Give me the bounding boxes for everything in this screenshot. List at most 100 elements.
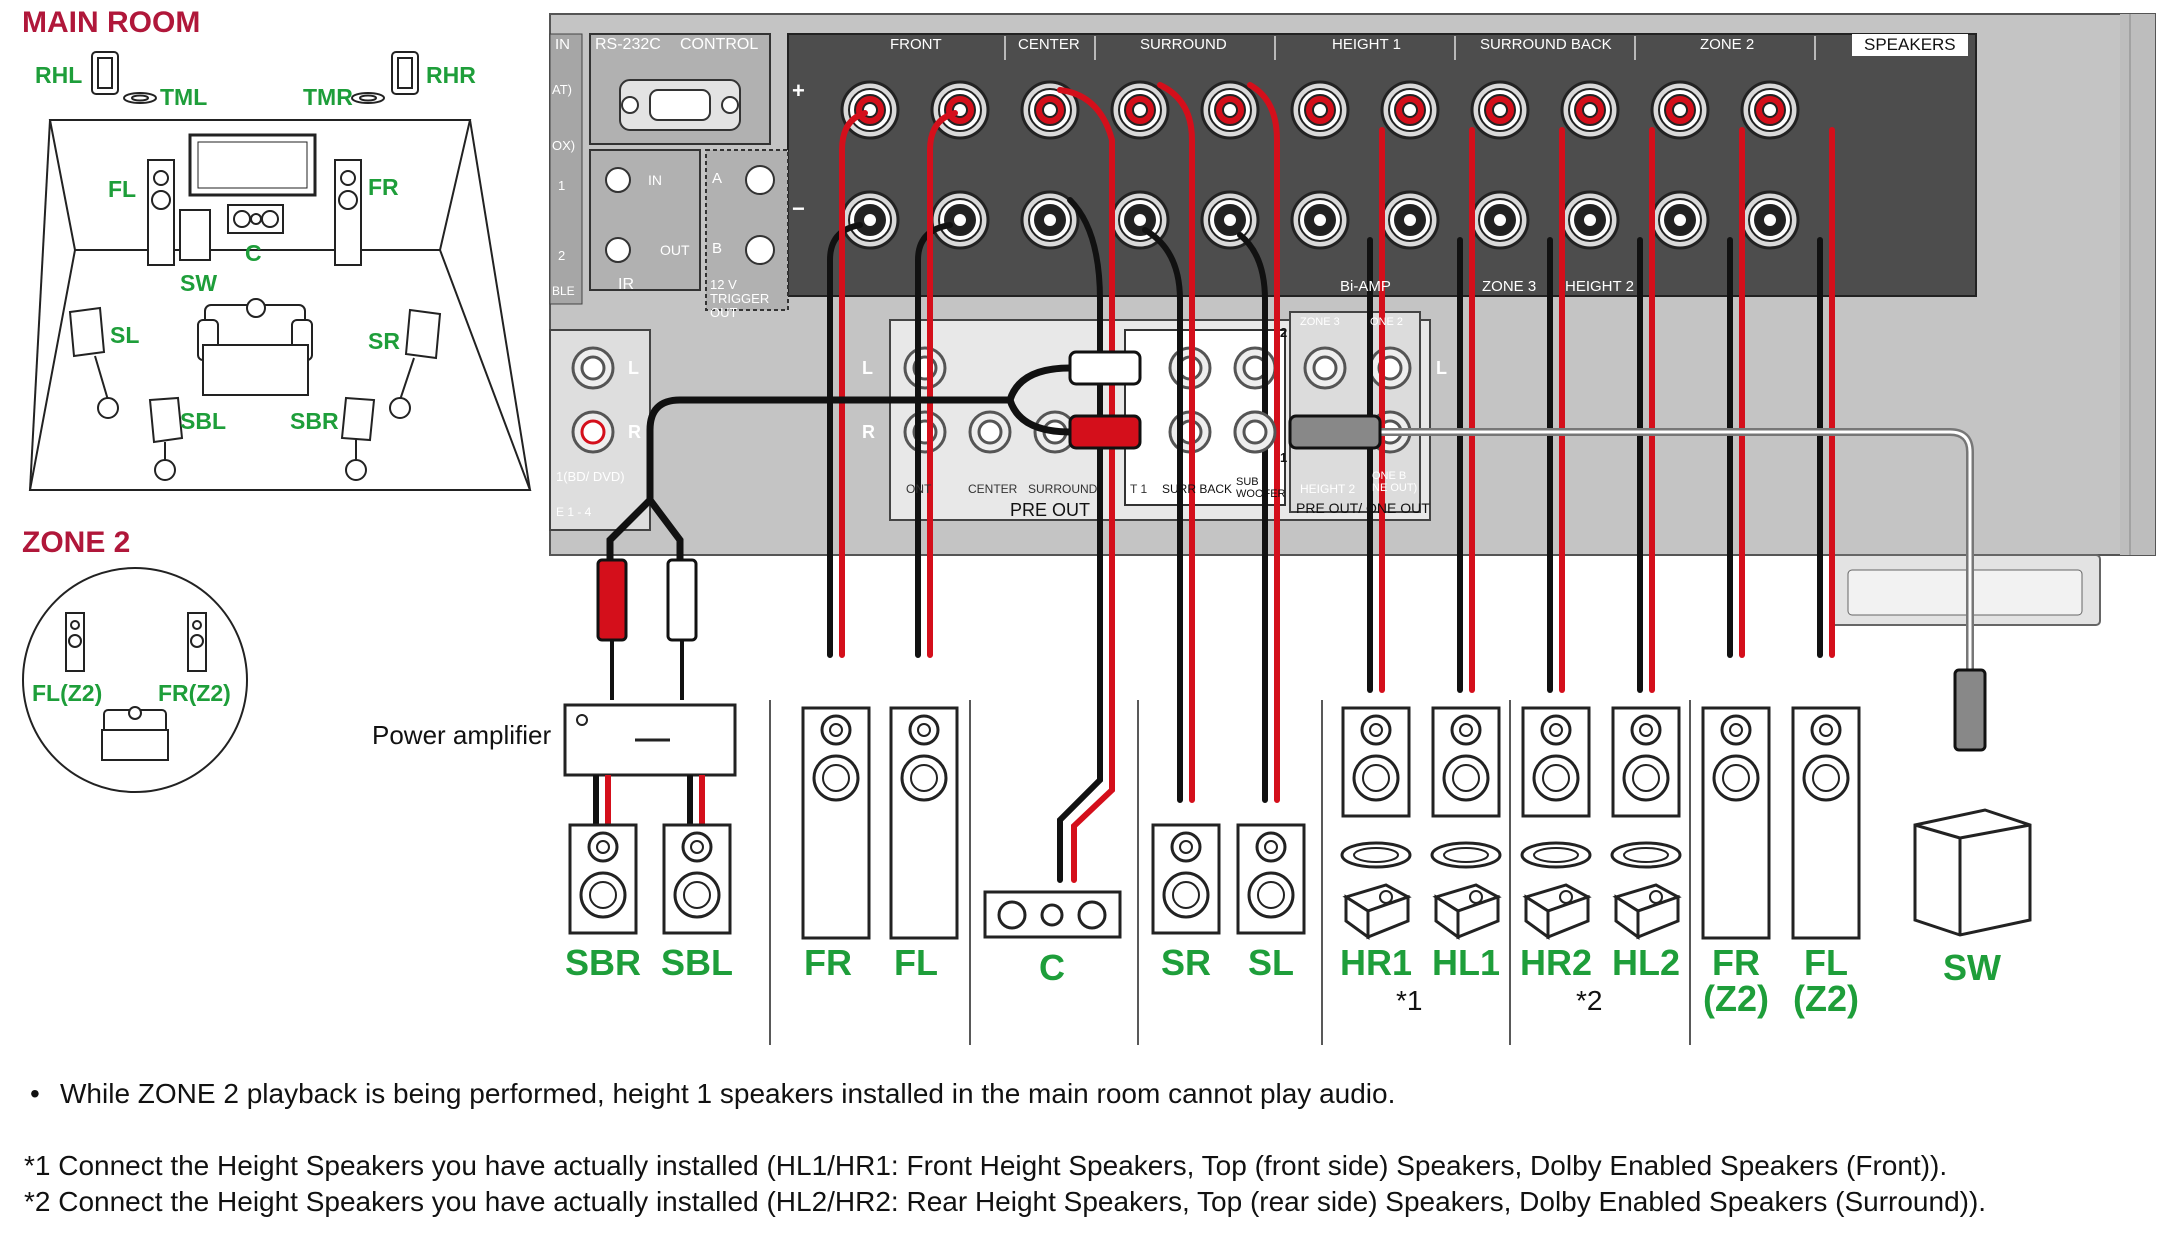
side-2-label: 2 [558,248,566,263]
side-in-label: IN [555,36,570,53]
main-room-diagram [28,51,532,491]
side-1-label: 1 [558,178,566,193]
receiver-wiring-diagram [549,13,2156,1045]
rhl-speaker-icon [91,51,119,95]
pre-label-subwoofer: SUB -WOOFER [1236,476,1286,500]
label-sbr: SBR [290,408,339,434]
trigger-a-label: A [712,170,723,187]
label-rhr: RHR [426,62,476,88]
speaker-label-sl: SL [1247,942,1294,983]
pre-label-surround: SURROUND [1028,482,1098,496]
label-sbl: SBL [180,408,226,434]
speaker-label-hr1: HR1 [1339,942,1413,983]
side-ox-label: OX) [552,138,576,153]
center-speaker-bottom-icon [983,890,1122,939]
subwoofer-rca-cable [1233,410,1987,752]
power-amplifier-icon [563,703,737,777]
group-surround-back: SURROUND BACK [1480,36,1612,53]
couch-icon [197,298,313,396]
sbr-speaker-icon [340,396,376,481]
speaker-label-fl-z2: FL (Z2) [1793,942,1859,1019]
speaker-label-hl1: HL1 [1431,942,1500,983]
preout-l-label: L [862,358,873,378]
label-tml: TML [160,84,208,110]
footnote-2: *2 Connect the Height Speakers you have … [24,1186,1987,1217]
pre-label-height2: HEIGHT 2 [1300,482,1356,496]
jack-1-label: 1 [1280,450,1288,465]
biamp-label: Bi-AMP [1340,278,1391,295]
e14-label: E 1 - 4 [556,505,592,519]
zone3-small-label: ZONE 3 [1300,316,1340,328]
speaker-wires [827,82,1835,883]
speaker-label-sw: SW [1943,947,2001,988]
label-sl: SL [110,322,140,348]
tv-icon [188,133,317,197]
speaker-label-fl: FL [894,942,938,983]
speaker-label-fr: FR [804,942,852,983]
group-surround: SURROUND [1140,36,1227,53]
speaker-label-c: C [1039,947,1065,988]
zone2-note: While ZONE 2 playback is being performed… [60,1078,1396,1109]
label-fr: FR [368,174,399,200]
zone2-diagram [22,567,248,793]
jack-2-label: 2 [1280,325,1288,340]
power-amplifier-label: Power amplifier [372,720,552,750]
speaker-label-sbl: SBL [661,942,733,983]
speaker-label-sbr: SBR [564,942,641,983]
tmr-speaker-icon [351,92,385,104]
sr-speaker-icon [389,308,442,419]
speaker-label-fr-z2: FR (Z2) [1703,942,1769,1019]
speaker-label-hr2: HR2 [1519,942,1593,983]
label-c: C [245,240,262,266]
zone2-couch-icon [101,706,169,761]
subwoofer-bottom-icon [1913,808,2032,937]
label-tmr: TMR [303,84,353,110]
label-fr-z2: FR(Z2) [158,680,231,706]
bd-dvd-label: 1(BD/ DVD) [556,469,625,484]
label-sr: SR [368,328,400,354]
center-speaker-icon [227,204,284,234]
group-zone2: ZONE 2 [1700,36,1755,53]
bullet-icon: • [30,1078,40,1109]
sl-speaker-icon [68,306,119,419]
pre-label-front: ONT [906,482,932,496]
label-rhl: RHL [35,62,83,88]
zone2-fr-speaker-icon [187,612,207,672]
speaker-label-sr: SR [1160,942,1211,983]
preout-rca-cable [606,350,1142,564]
zone2-fl-speaker-icon [65,612,85,672]
in-label: IN [648,172,662,188]
pre-label-center: CENTER [968,482,1018,496]
preout-label: PRE OUT [1010,500,1091,520]
preout-zone-label: PRE OUT/ ONE OUT [1296,500,1430,516]
plus-label: + [792,78,805,103]
subwoofer-icon [179,209,211,261]
ir-label: IR [618,276,634,293]
pre-label-surr-back: SURR BACK [1162,482,1233,496]
side-at-label: AT) [552,82,572,97]
tml-speaker-icon [123,92,157,104]
group-front: FRONT [890,36,942,53]
rs232c-label: RS-232C [595,36,661,53]
trigger-label: 12 V TRIGGER OUT [710,277,770,320]
footnote-mark-2: *2 [1576,985,1603,1016]
main-room-title: MAIN ROOM [22,6,201,39]
input-l-label: L [628,358,639,378]
out-label: OUT [660,242,690,258]
height2-label: HEIGHT 2 [1565,278,1634,295]
zone-l-label: L [1436,358,1447,378]
label-sw: SW [180,270,218,296]
fr-speaker-icon [334,159,362,266]
zone2-small-label: ONE 2 [1370,316,1404,328]
pre-label-zone-b: ONE B NE OUT) [1372,470,1418,494]
speakers-header: SPEAKERS [1852,34,1968,56]
footnote-mark-1: *1 [1396,985,1423,1016]
sbl-speaker-icon [148,396,184,481]
room-outline [28,119,532,491]
label-fl: FL [108,176,137,202]
group-center: CENTER [1018,36,1080,53]
footnote-1: *1 Connect the Height Speakers you have … [24,1150,1948,1181]
rhr-speaker-icon [391,51,419,95]
side-ble-label: BLE [552,284,575,298]
speaker-label-hl2: HL2 [1611,942,1680,983]
